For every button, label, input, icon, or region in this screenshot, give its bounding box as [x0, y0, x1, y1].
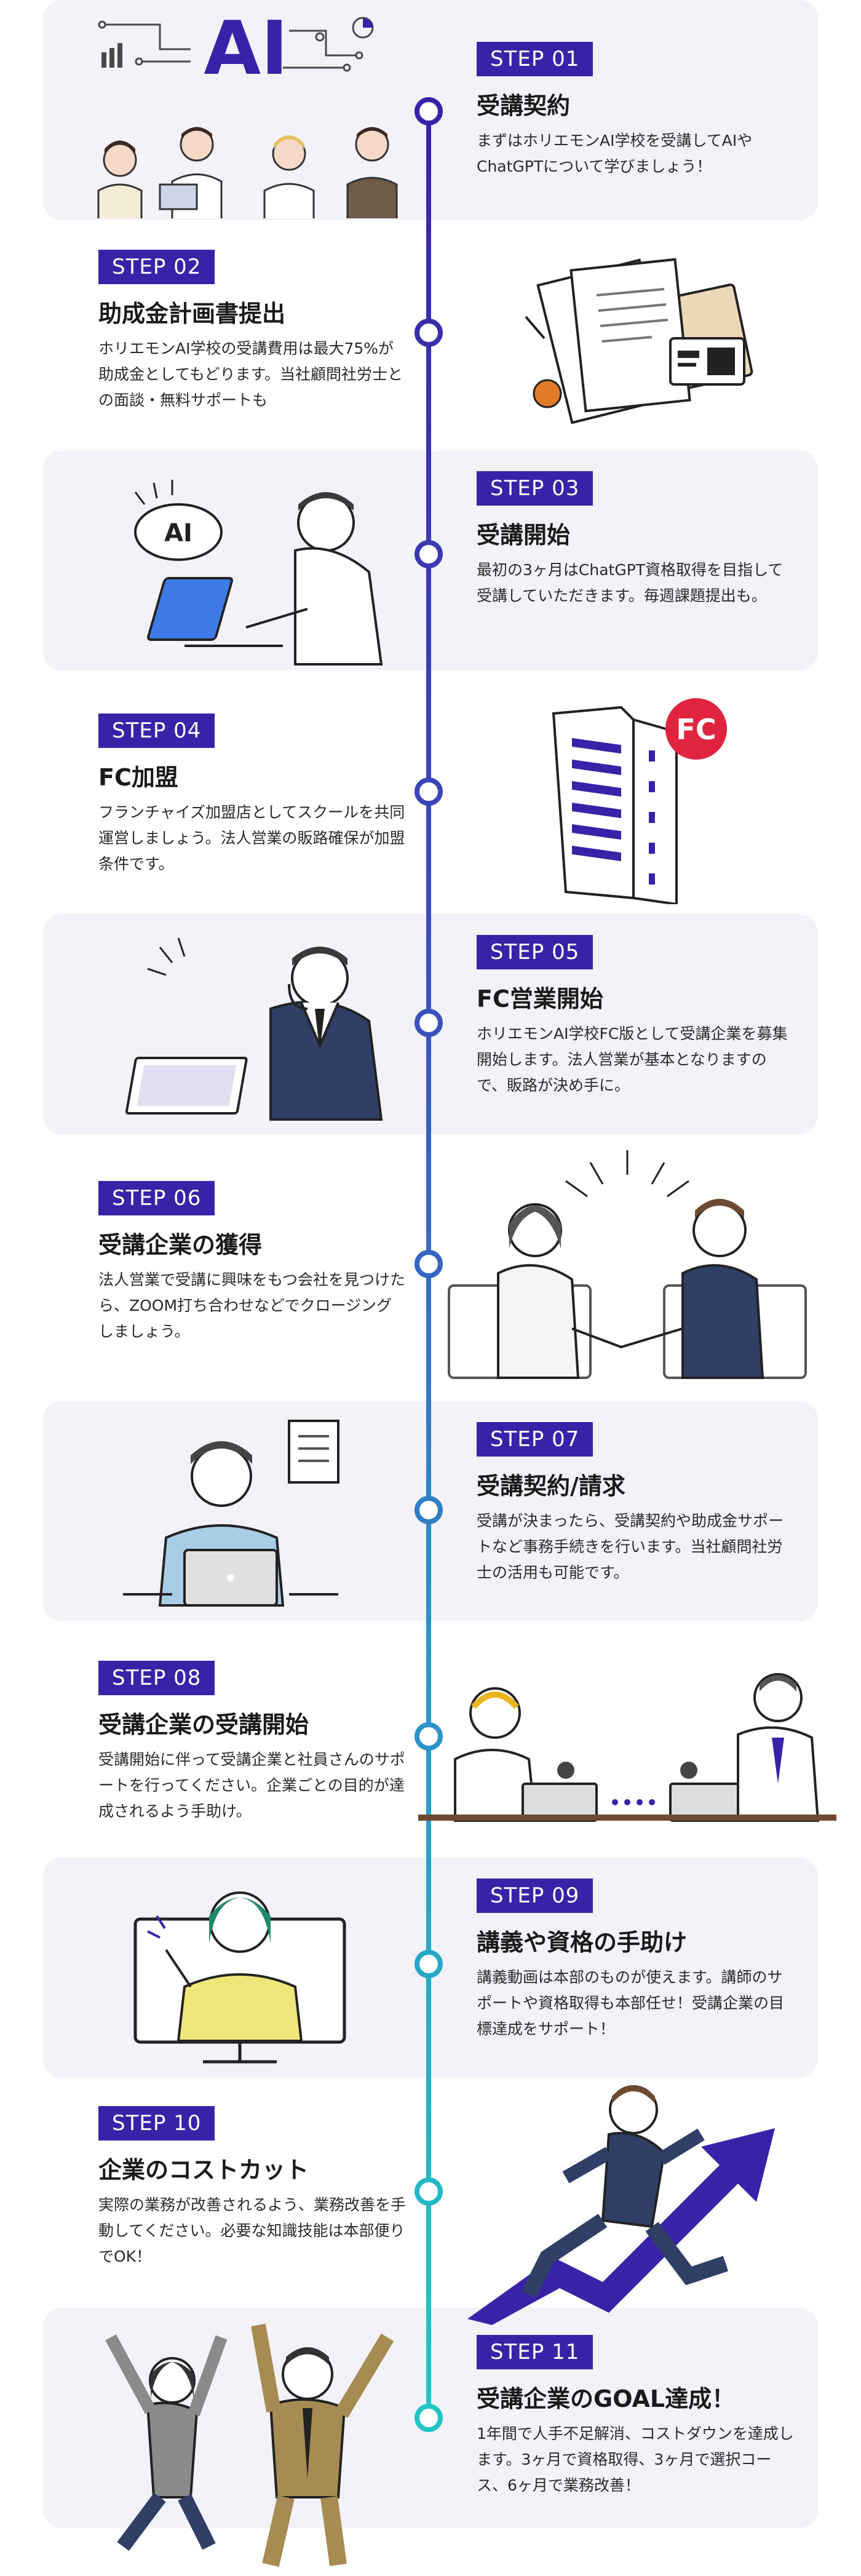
- timeline-node-09: [415, 1950, 443, 1978]
- step-05: STEP 05 FC営業開始 ホリエモンAI学校FC版として受講企業を募集開始し…: [477, 935, 796, 1099]
- illustration-instructor-monitor: [129, 1864, 363, 2073]
- step-06-desc: 法人営業で受講に興味をもつ会社を見つけたら、ZOOM打ち合わせなどでクロージング…: [98, 1271, 406, 1340]
- step-10: STEP 10 企業のコストカット 実際の業務が改善されるよう、業務改善を手動し…: [98, 2106, 406, 2270]
- step-04-badge: STEP 04: [98, 714, 215, 748]
- step-02: STEP 02 助成金計画書提出 ホリエモンAI学校の受講費用は最大75%が助成…: [98, 250, 406, 413]
- step-03-desc: 最初の3ヶ月はChatGPT資格取得を目指して受講していただきます。毎週課題提出…: [477, 561, 784, 605]
- step-08-badge: STEP 08: [98, 1661, 215, 1695]
- illustration-phone-sales: [123, 923, 430, 1126]
- step-08: STEP 08 受講企業の受講開始 受講開始に伴って受講企業と社員さんのサポート…: [98, 1661, 406, 1824]
- illustration-ai-team: AI: [68, 6, 412, 218]
- timeline-node-01: [415, 97, 443, 125]
- step-11-title: 受講企業のGOAL達成！: [477, 2385, 736, 2412]
- timeline-node-06: [415, 1250, 443, 1278]
- step-11-badge: STEP 11: [477, 2335, 593, 2369]
- step-10-desc: 実際の業務が改善されるよう、業務改善を手動してください。必要な知識技能は本部便り…: [98, 2196, 407, 2265]
- step-06-badge: STEP 06: [98, 1181, 215, 1215]
- step-04: STEP 04 FC加盟 フランチャイズ加盟店としてスクールを共同運営しましょう…: [98, 714, 406, 877]
- timeline-node-05: [415, 1009, 443, 1037]
- step-09-title: 講義や資格の手助け: [477, 1929, 688, 1956]
- step-02-badge: STEP 02: [98, 250, 215, 284]
- step-11: STEP 11 受講企業のGOAL達成！ 1年間で人手不足解消、コストダウンを達…: [477, 2335, 796, 2498]
- step-07: STEP 07 受講契約/請求 受講が決まったら、受講契約や助成金サポートなど事…: [477, 1422, 796, 1586]
- step-05-title: FC営業開始: [477, 985, 603, 1012]
- timeline-node-10: [415, 2177, 443, 2206]
- step-06-title: 受講企業の獲得: [98, 1231, 263, 1258]
- illustration-online-lesson: [418, 1661, 836, 1833]
- step-07-badge: STEP 07: [477, 1422, 593, 1457]
- illustration-ai-laptop: AI: [111, 467, 418, 670]
- timeline-node-08: [415, 1722, 443, 1751]
- step-07-desc: 受講が決まったら、受講契約や助成金サポートなど事務手続きを行います。当社顧問社労…: [477, 1512, 784, 1581]
- step-02-title: 助成金計画書提出: [98, 300, 286, 327]
- step-09-desc: 講義動画は本部のものが使えます。講師のサポートや資格取得も本部任せ！受講企業の目…: [477, 1968, 785, 2038]
- step-05-desc: ホリエモンAI学校FC版として受講企業を募集開始します。法人営業が基本となります…: [477, 1025, 788, 1094]
- timeline-node-03: [415, 540, 443, 568]
- timeline-node-07: [415, 1496, 443, 1524]
- step-04-title: FC加盟: [98, 764, 178, 791]
- step-09-badge: STEP 09: [477, 1878, 593, 1913]
- timeline-node-11: [415, 2404, 443, 2432]
- illustration-contract-laptop: [117, 1409, 424, 1612]
- step-01-title: 受講契約: [477, 92, 571, 119]
- step-01-badge: STEP 01: [477, 42, 593, 76]
- timeline-node-02: [415, 319, 443, 347]
- ai-speech-bubble: AI: [164, 519, 192, 547]
- step-10-title: 企業のコストカット: [98, 2157, 309, 2184]
- illustration-documents: [510, 246, 818, 449]
- step-07-title: 受講契約/請求: [477, 1473, 625, 1500]
- step-03-badge: STEP 03: [477, 471, 593, 506]
- fc-badge: FC: [676, 713, 716, 746]
- illustration-handshake-meeting: [443, 1144, 812, 1402]
- step-08-desc: 受講開始に伴って受講企業と社員さんのサポートを行ってください。企業ごとの目的が達…: [98, 1751, 405, 1820]
- step-03-title: 受講開始: [477, 522, 571, 549]
- step-09: STEP 09 講義や資格の手助け 講義動画は本部のものが使えます。講師のサポー…: [477, 1878, 796, 2042]
- step-11-desc: 1年間で人手不足解消、コストダウンを達成します。3ヶ月で資格取得、3ヶ月で選択コ…: [477, 2425, 794, 2494]
- illustration-celebration: [86, 2300, 418, 2571]
- step-08-title: 受講企業の受講開始: [98, 1711, 309, 1738]
- illustration-fc-building: FC: [529, 695, 763, 904]
- step-03: STEP 03 受講開始 最初の3ヶ月はChatGPT資格取得を目指して受講して…: [477, 471, 796, 609]
- step-05-badge: STEP 05: [477, 935, 593, 969]
- step-10-badge: STEP 10: [98, 2106, 215, 2141]
- timeline-node-04: [415, 777, 443, 806]
- step-06: STEP 06 受講企業の獲得 法人営業で受講に興味をもつ会社を見つけたら、ZO…: [98, 1181, 406, 1345]
- step-01-desc: まずはホリエモンAI学校を受講してAIやChatGPTについて学びましょう！: [477, 132, 753, 175]
- step-02-desc: ホリエモンAI学校の受講費用は最大75%が助成金としてもどります。当社顧問社労士…: [98, 340, 403, 409]
- illustration-rising-arrow: [455, 2073, 818, 2325]
- step-04-desc: フランチャイズ加盟店としてスクールを共同運営しましょう。法人営業の販路確保が加盟…: [98, 803, 405, 873]
- ai-sign: AI: [204, 6, 288, 92]
- step-01: STEP 01 受講契約 まずはホリエモンAI学校を受講してAIやChatGPT…: [477, 42, 796, 180]
